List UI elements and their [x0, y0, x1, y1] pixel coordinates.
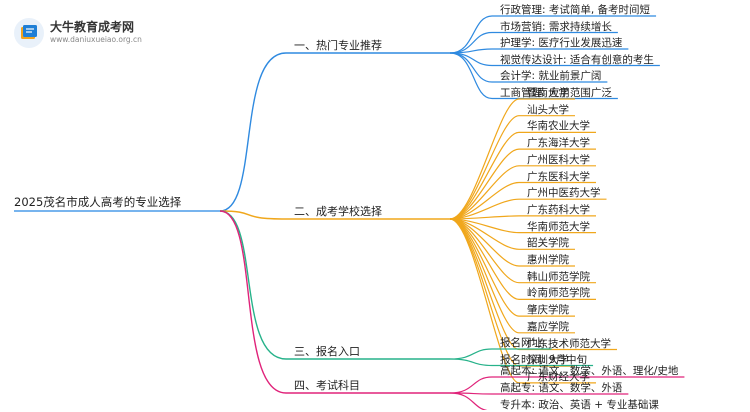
- leaf-label: 肇庆学院: [527, 304, 569, 317]
- leaf-label: 华南农业大学: [527, 120, 590, 133]
- leaf-connector: [449, 15, 493, 54]
- leaf-connector: [449, 348, 493, 360]
- branch-label: 一、热门专业推荐: [294, 39, 382, 52]
- leaf-label: 市场营销: 需求持续增长: [500, 20, 612, 33]
- leaf-connector: [449, 52, 493, 67]
- leaf-label: 华南师范大学: [527, 220, 590, 233]
- leaf-label: 专升本: 政治、英语 + 专业基础课: [500, 399, 659, 411]
- branch-connector: [219, 210, 287, 394]
- leaf-label: 高起专: 语文、数学、外语: [500, 382, 623, 394]
- leaf-label: 视觉传达设计: 适合有创意的考生: [500, 53, 654, 66]
- brand-logo: 大牛教育成考网 www.daniuxueiao.org.cn: [14, 16, 194, 50]
- book-icon: [14, 18, 44, 48]
- leaf-label: 报名时间: 9月中旬: [500, 353, 588, 366]
- leaf-label: 韩山师范学院: [527, 270, 590, 283]
- leaf-label: 汕头大学: [527, 103, 569, 116]
- leaf-connector: [449, 376, 493, 394]
- leaf-connector: [449, 115, 520, 220]
- leaf-label: 护理学: 医疗行业发展迅速: [500, 37, 623, 49]
- branch-connector: [219, 210, 287, 360]
- leaf-connector: [449, 131, 520, 220]
- leaf-label: 广东海洋大学: [527, 137, 590, 150]
- leaf-label: 韶关学院: [527, 237, 569, 250]
- brand-url: www.daniuxueiao.org.cn: [50, 35, 142, 44]
- leaf-connector: [449, 52, 493, 83]
- leaf-connector: [449, 52, 493, 100]
- leaf-connector: [449, 165, 520, 220]
- leaf-label: 广东技术师范大学: [527, 337, 611, 350]
- branch-label: 二、成考学校选择: [294, 205, 382, 218]
- leaf-label: 惠州学院: [527, 254, 569, 266]
- root-topic: 2025茂名市成人高考的专业选择: [14, 195, 182, 209]
- leaf-label: 嘉应学院: [527, 320, 569, 333]
- leaf-label: 报名网址:: [500, 337, 546, 349]
- leaf-connector: [449, 148, 520, 220]
- leaf-label: 工商管理: 应用范围广泛: [500, 86, 612, 99]
- leaf-label: 广州中医药大学: [527, 187, 601, 200]
- leaf-label: 岭南师范学院: [527, 287, 590, 300]
- leaf-connector: [449, 358, 493, 367]
- leaf-connector: [449, 98, 520, 220]
- leaf-connector: [449, 48, 493, 54]
- leaf-connector: [449, 218, 520, 351]
- leaf-label: 高起本: 语文、数学、外语、理化/史地: [500, 365, 679, 377]
- branch-connector: [219, 52, 287, 212]
- leaf-connector: [449, 31, 493, 54]
- leaf-connector: [449, 218, 520, 384]
- brand-name: 大牛教育成考网: [50, 20, 135, 34]
- leaf-label: 广东医科大学: [527, 170, 590, 183]
- leaf-label: 广东财经大学: [527, 370, 590, 383]
- leaf-label: 深圳大学: [527, 354, 569, 367]
- leaf-label: 行政管理: 考试简单, 备考时间短: [500, 4, 651, 16]
- leaf-label: 暨南大学: [527, 87, 569, 99]
- branch-label: 四、考试科目: [294, 379, 360, 392]
- branch-connector: [219, 210, 287, 220]
- leaf-connector: [449, 392, 489, 410]
- leaf-label: 广东药科大学: [527, 203, 590, 216]
- branch-label: 三、报名入口: [294, 345, 360, 358]
- leaf-connector: [449, 218, 520, 334]
- leaf-label: 会计学: 就业前景广阔: [500, 70, 602, 82]
- leaf-label: 广州医科大学: [527, 153, 590, 166]
